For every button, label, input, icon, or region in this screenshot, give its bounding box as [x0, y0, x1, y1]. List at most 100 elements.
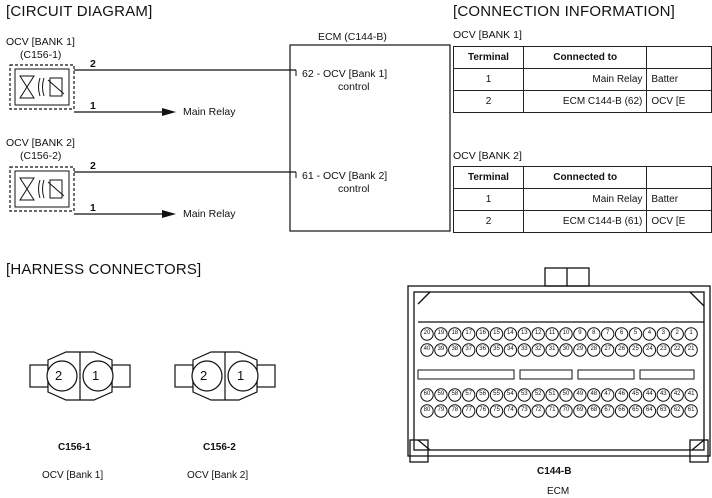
ecm-pin-circle — [573, 404, 587, 418]
table-header: Connected to — [522, 46, 648, 69]
ecm-pin-number: 76 — [479, 406, 486, 413]
ecm-pin-number: 28 — [590, 345, 598, 352]
ecm-pin-circle — [628, 343, 643, 357]
ecm-pin-number: 33 — [520, 345, 528, 352]
c156-2-name: C156-2 — [203, 442, 236, 453]
ecm-pin-circle — [517, 343, 531, 357]
ecm-pin-number: 26 — [618, 345, 625, 352]
ecm-pin-circle — [475, 388, 490, 402]
ecm-pin-number: 57 — [465, 390, 473, 397]
ecm-pin-number: 52 — [534, 390, 542, 397]
ocv2-pin1-label: 1 — [90, 202, 96, 214]
ecm-pin-number: 46 — [618, 390, 625, 397]
table-cell: Main Relay — [522, 68, 648, 91]
ecm-pin-circle — [670, 327, 684, 341]
ecm-pin-circle — [531, 343, 545, 357]
ecm-pin-number: 24 — [646, 345, 653, 352]
table-header: Terminal — [453, 46, 524, 69]
ecm-pin-circle — [601, 327, 615, 341]
harness-connector-c156-1 — [29, 351, 131, 401]
c156-1-pin1: 1 — [92, 368, 100, 383]
ecm-pin-circle — [684, 343, 698, 357]
ecm-pin-number: 42 — [673, 390, 681, 397]
ecm-slot-bar — [577, 369, 635, 380]
ecm-pin-number: 14 — [507, 329, 514, 336]
ecm-c144b-connector — [407, 267, 711, 463]
table-header: Terminal — [453, 166, 524, 189]
ecm-pin-number: 43 — [659, 390, 667, 397]
ecm-pin-number: 3 — [661, 329, 665, 336]
ecm-pin-number: 2 — [675, 329, 679, 336]
ecm-pin-circle — [517, 388, 531, 402]
ecm-pin-circle — [531, 327, 545, 341]
ecm-connector-slots — [417, 327, 698, 418]
ecm-pin-number: 17 — [465, 329, 473, 336]
ecm-pin-number: 37 — [465, 345, 473, 352]
ecm-pin-number: 45 — [632, 390, 639, 397]
ecm-pin-circle — [614, 327, 629, 341]
ecm-pin-number: 49 — [576, 390, 584, 397]
ecm-pin-circle — [448, 388, 462, 402]
connection-info-heading: [CONNECTION INFORMATION] — [453, 3, 676, 20]
connection-table-bank2: Terminal Connected to 1 Main Relay Batte… — [453, 166, 712, 233]
ecm-pin-circle — [573, 327, 587, 341]
ecm-pin-circle — [628, 327, 643, 341]
ecm-pin-circle — [503, 388, 518, 402]
ecm-pin-circle — [489, 327, 504, 341]
ecm-pin-number: 29 — [576, 345, 584, 352]
ecm-pin-circle — [503, 343, 518, 357]
table-cell: 1 — [453, 188, 524, 211]
ecm-pin-number: 1 — [689, 329, 693, 336]
ecm-pin-circle — [642, 343, 657, 357]
ecm-pin62-label: 62 - OCV [Bank 1] — [302, 68, 388, 80]
table-cell: ECM C144-B (62) — [522, 90, 648, 113]
c156-1-desc: OCV [Bank 1] — [42, 470, 104, 481]
ecm-pin-circle — [670, 343, 684, 357]
table-cell: OCV [E — [646, 210, 712, 233]
ecm-pin-circle — [559, 404, 573, 418]
ecm-pin-circle — [559, 327, 573, 341]
ocv2-main-relay: Main Relay — [183, 208, 236, 220]
ecm-pin-circle — [614, 343, 629, 357]
ecm-connector-desc: ECM — [547, 486, 570, 497]
ecm-pin-circle — [587, 404, 601, 418]
ecm-pin-circle — [462, 327, 476, 341]
ecm-pin-circle — [489, 388, 504, 402]
ecm-pin-number: 44 — [646, 390, 653, 397]
ecm-pin-circle — [656, 343, 670, 357]
table-row: 2 ECM C144-B (61) OCV [E — [453, 210, 712, 233]
ecm-pin-number: 9 — [578, 329, 582, 336]
ecm-pin-circle — [670, 404, 684, 418]
ecm-pin-number: 10 — [562, 329, 570, 336]
ecm-pin-circle — [475, 343, 490, 357]
ecm-pin-number: 66 — [618, 406, 625, 413]
ecm-title: ECM (C144-B) — [318, 31, 387, 43]
ecm-pin-circle — [545, 388, 559, 402]
ecm-pin-number: 21 — [687, 345, 695, 352]
table2-title: OCV [BANK 2] — [453, 150, 522, 162]
table-cell: 1 — [453, 68, 524, 91]
ecm-pin-number: 65 — [632, 406, 639, 413]
ecm-pin-circle — [462, 343, 476, 357]
ecm-pin-number: 50 — [562, 390, 570, 397]
ecm-pin-circle — [462, 404, 476, 418]
table-cell: Main Relay — [522, 188, 648, 211]
ecm-pin-circle — [656, 388, 670, 402]
ecm-pin-number: 25 — [632, 345, 639, 352]
ecm-pin-circle — [601, 388, 615, 402]
table-cell: 2 — [453, 90, 524, 113]
harness-connectors-heading: [HARNESS CONNECTORS] — [6, 261, 202, 278]
ocv2-pin2-label: 2 — [90, 160, 96, 172]
ecm-pin-circle — [448, 327, 462, 341]
c156-2-pin1: 1 — [237, 368, 245, 383]
ecm-pin-number: 34 — [507, 345, 514, 352]
ecm-pin-number: 18 — [451, 329, 459, 336]
ecm-pin-circle — [642, 404, 657, 418]
table-header — [646, 166, 712, 189]
ecm-pin61-control: control — [338, 183, 370, 195]
ecm-pin-circle — [684, 388, 698, 402]
ecm-slot-bar — [417, 369, 515, 380]
ecm-pin-number: 30 — [562, 345, 570, 352]
ecm-pin-circle — [642, 327, 657, 341]
